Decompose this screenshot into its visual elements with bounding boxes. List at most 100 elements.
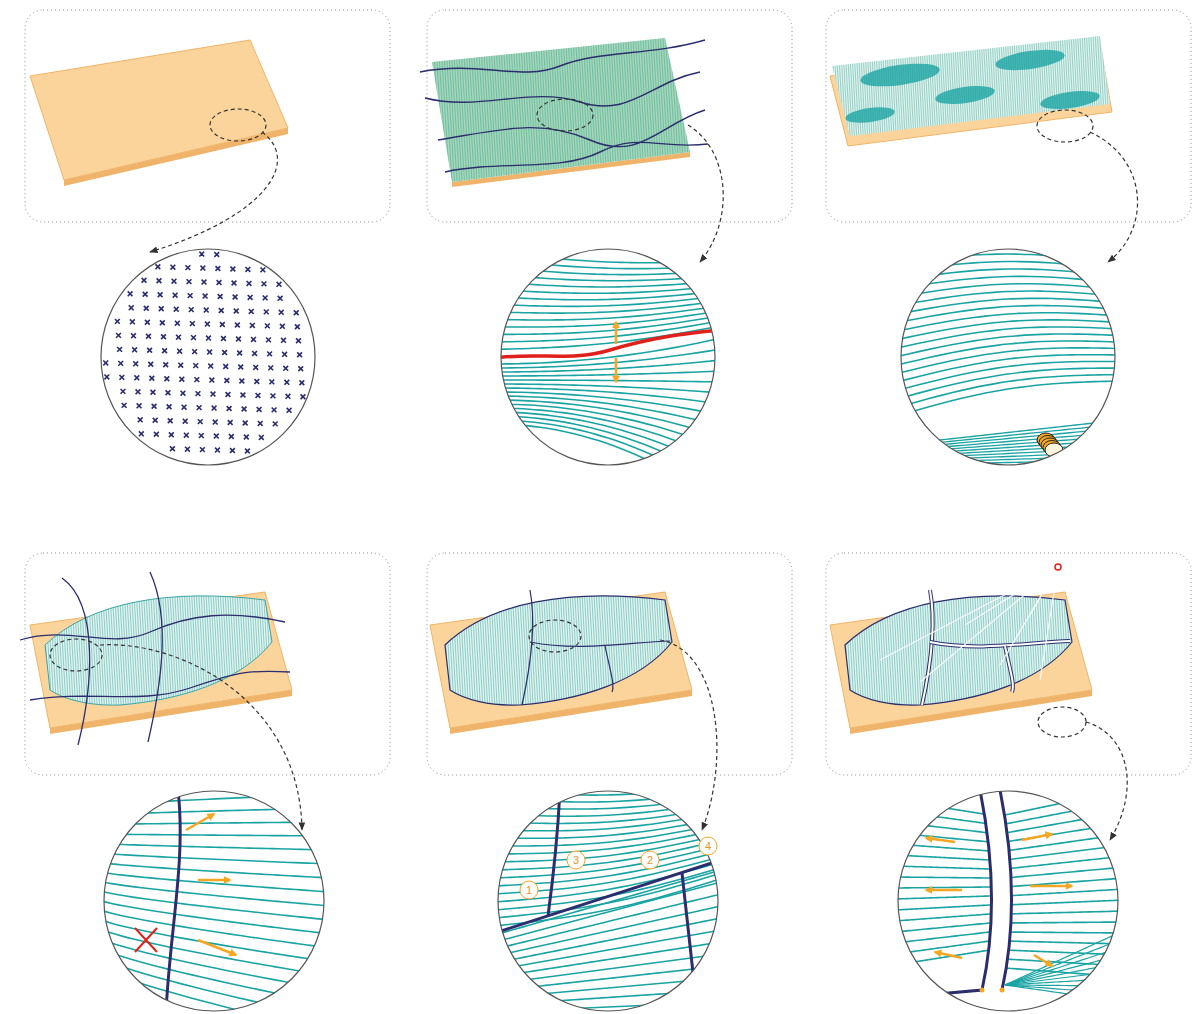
hatch-line bbox=[1106, 30, 1112, 140]
hatch-line bbox=[972, 580, 980, 720]
strip-line bbox=[895, 833, 990, 842]
hatch-line bbox=[102, 580, 110, 720]
grid-mark bbox=[211, 392, 216, 397]
hatch-line bbox=[543, 30, 553, 190]
hatch-line bbox=[500, 580, 508, 720]
strip-line bbox=[495, 813, 721, 831]
hatch-line bbox=[629, 580, 637, 720]
hatch-line bbox=[523, 30, 533, 190]
strip-line bbox=[895, 334, 1121, 357]
grid-mark bbox=[238, 365, 243, 370]
grid-mark bbox=[226, 392, 231, 397]
hatch-line bbox=[885, 580, 893, 720]
grid-mark bbox=[272, 407, 277, 412]
strip-line bbox=[895, 855, 990, 860]
strip-line bbox=[895, 914, 990, 921]
hatch-line bbox=[124, 580, 132, 720]
hatch-line bbox=[116, 580, 124, 720]
grid-mark bbox=[241, 393, 246, 398]
hatch-line bbox=[596, 580, 604, 720]
hatch-line bbox=[620, 580, 628, 720]
hatch-line bbox=[172, 580, 180, 720]
grid-mark bbox=[185, 265, 190, 270]
grid-mark bbox=[220, 322, 225, 327]
hatch-line bbox=[603, 30, 613, 190]
hatch-line bbox=[1075, 580, 1083, 720]
grid-mark bbox=[176, 335, 181, 340]
hatch bbox=[830, 580, 1097, 720]
hatch-line bbox=[967, 580, 975, 720]
grid-mark bbox=[145, 320, 150, 325]
hatch-line bbox=[680, 30, 690, 190]
hatch-line bbox=[514, 580, 522, 720]
guide-curve bbox=[438, 110, 705, 147]
hatch-line bbox=[440, 30, 450, 190]
grid-mark bbox=[269, 379, 274, 384]
hatch-line bbox=[645, 30, 655, 190]
strip-line bbox=[1005, 946, 1125, 985]
strip-line bbox=[1005, 889, 1125, 896]
hatch-line bbox=[528, 580, 536, 720]
hatch-line bbox=[445, 30, 455, 190]
grid-mark bbox=[250, 323, 255, 328]
grid-mark bbox=[129, 305, 134, 310]
grid-mark bbox=[190, 321, 195, 326]
grid-mark bbox=[228, 420, 233, 425]
grid-mark bbox=[137, 403, 142, 408]
grid-mark bbox=[205, 322, 210, 327]
grid-mark bbox=[149, 376, 154, 381]
hatch-line bbox=[829, 30, 835, 140]
grid-mark bbox=[193, 363, 198, 368]
hatch-line bbox=[648, 580, 656, 720]
grid-mark bbox=[154, 432, 159, 437]
hatch-line bbox=[425, 30, 435, 190]
grid-mark bbox=[121, 389, 126, 394]
grid-mark bbox=[297, 352, 302, 357]
grid-mark bbox=[236, 337, 241, 342]
hatch-line bbox=[580, 30, 590, 190]
hatch-line bbox=[540, 30, 550, 190]
hatch-line bbox=[71, 580, 79, 720]
grid-mark bbox=[237, 351, 242, 356]
grid-mark bbox=[175, 321, 180, 326]
grid-mark bbox=[115, 319, 120, 324]
grid-mark bbox=[256, 393, 261, 398]
grid-mark bbox=[267, 351, 272, 356]
grid-mark bbox=[185, 447, 190, 452]
grid-mark bbox=[199, 252, 204, 257]
grid-mark bbox=[247, 281, 252, 286]
grid-mark bbox=[257, 407, 262, 412]
hatch-line bbox=[432, 580, 440, 720]
hatch-line bbox=[560, 30, 570, 190]
hatch-line bbox=[668, 580, 676, 720]
grid-mark bbox=[223, 364, 228, 369]
leader-line bbox=[1090, 132, 1138, 262]
strip-line bbox=[1005, 932, 1125, 933]
end-dot bbox=[980, 988, 985, 993]
hatch-line bbox=[1039, 580, 1047, 720]
grid-mark bbox=[248, 295, 253, 300]
strip-line bbox=[495, 291, 721, 300]
panel-illustration bbox=[830, 564, 1097, 734]
hatch-line bbox=[650, 30, 660, 190]
hatch-line bbox=[672, 580, 680, 720]
hatch-line bbox=[1024, 580, 1032, 720]
hatch-line bbox=[598, 580, 606, 720]
grid-mark bbox=[268, 365, 273, 370]
strip-line bbox=[100, 891, 330, 920]
grid-mark bbox=[258, 421, 263, 426]
strip-line bbox=[100, 977, 330, 1014]
hatch-line bbox=[581, 580, 589, 720]
grid-mark bbox=[301, 394, 306, 399]
grid-mark bbox=[133, 361, 138, 366]
zoom-content bbox=[895, 247, 1121, 467]
hatch-line bbox=[656, 580, 664, 720]
guide-curve bbox=[445, 142, 708, 172]
hatch-line bbox=[450, 30, 460, 190]
grid-mark bbox=[280, 324, 285, 329]
strip-line bbox=[100, 808, 330, 815]
strip-line bbox=[1005, 834, 1125, 851]
segment-gap bbox=[922, 590, 933, 705]
grid-mark bbox=[221, 336, 226, 341]
band bbox=[844, 105, 895, 126]
